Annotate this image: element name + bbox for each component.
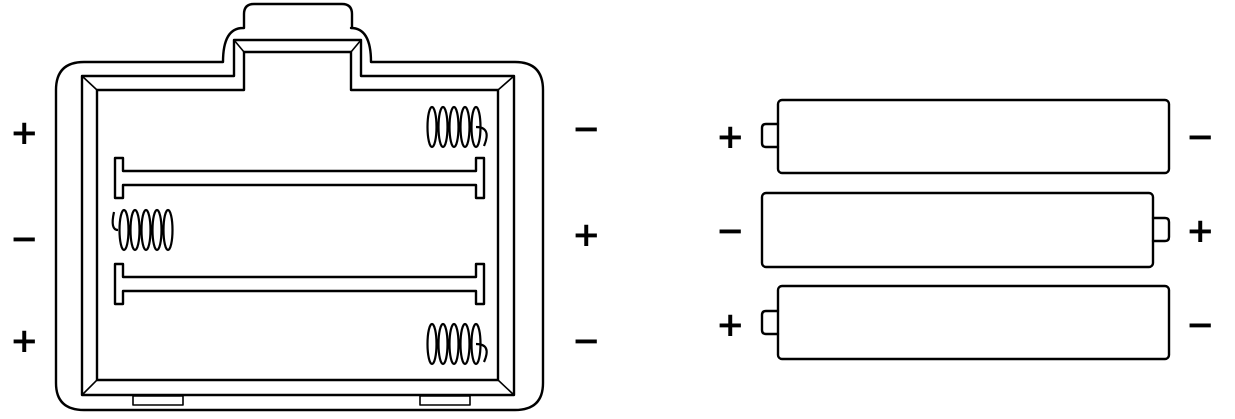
battery-body [776, 98, 1171, 175]
spring-coil [426, 322, 438, 366]
battery-3-left-polarity: + [716, 305, 745, 345]
spring-coil [459, 322, 471, 366]
battery-3-right-polarity: − [1186, 305, 1215, 345]
spring-coil [129, 208, 141, 252]
holder-spring-bottom-right [426, 322, 488, 366]
battery-positive-nub [1151, 216, 1171, 243]
battery-1: + − [716, 98, 1215, 175]
spring-tail [475, 125, 488, 147]
holder-spring-top-right [426, 105, 488, 149]
battery-3: + − [716, 284, 1215, 361]
battery-positive-nub [760, 122, 780, 149]
spring-coil [118, 208, 130, 252]
spring-coil [448, 322, 460, 366]
holder-right-polarity-1: − [572, 109, 601, 149]
holder-cavity [95, 50, 500, 382]
holder-slot-left [132, 395, 184, 406]
spring-coil [162, 208, 174, 252]
holder-connector-bar-top [113, 156, 486, 200]
holder-left-polarity-3: + [10, 321, 39, 361]
battery-2-left-polarity: − [716, 211, 745, 251]
holder-right-polarity-2: + [572, 215, 601, 255]
holder-outer-shell [54, 2, 545, 412]
battery-1-right-polarity: − [1186, 117, 1215, 157]
spring-coil [448, 105, 460, 149]
holder-connector-bar-bottom [113, 262, 486, 306]
battery-2: − + [716, 191, 1215, 269]
battery-holder: + − + − + − [10, 2, 601, 412]
holder-left-polarity-2: − [10, 219, 39, 259]
spring-coil [437, 322, 449, 366]
holder-slot-right [419, 395, 471, 406]
battery-1-left-polarity: + [716, 117, 745, 157]
spring-coil [437, 105, 449, 149]
holder-left-polarity-1: + [10, 113, 39, 153]
spring-coil [459, 105, 471, 149]
spring-coil [140, 208, 152, 252]
holder-spring-middle-left [111, 208, 174, 252]
spring-tail [475, 342, 488, 363]
spring-coil [426, 105, 438, 149]
holder-right-polarity-3: − [572, 321, 601, 361]
holder-inner-frame [80, 38, 516, 397]
battery-2-right-polarity: + [1186, 211, 1215, 251]
spring-tail [111, 211, 119, 232]
battery-body [776, 284, 1171, 361]
battery-body [760, 191, 1155, 269]
battery-positive-nub [760, 309, 780, 336]
spring-coil [151, 208, 163, 252]
